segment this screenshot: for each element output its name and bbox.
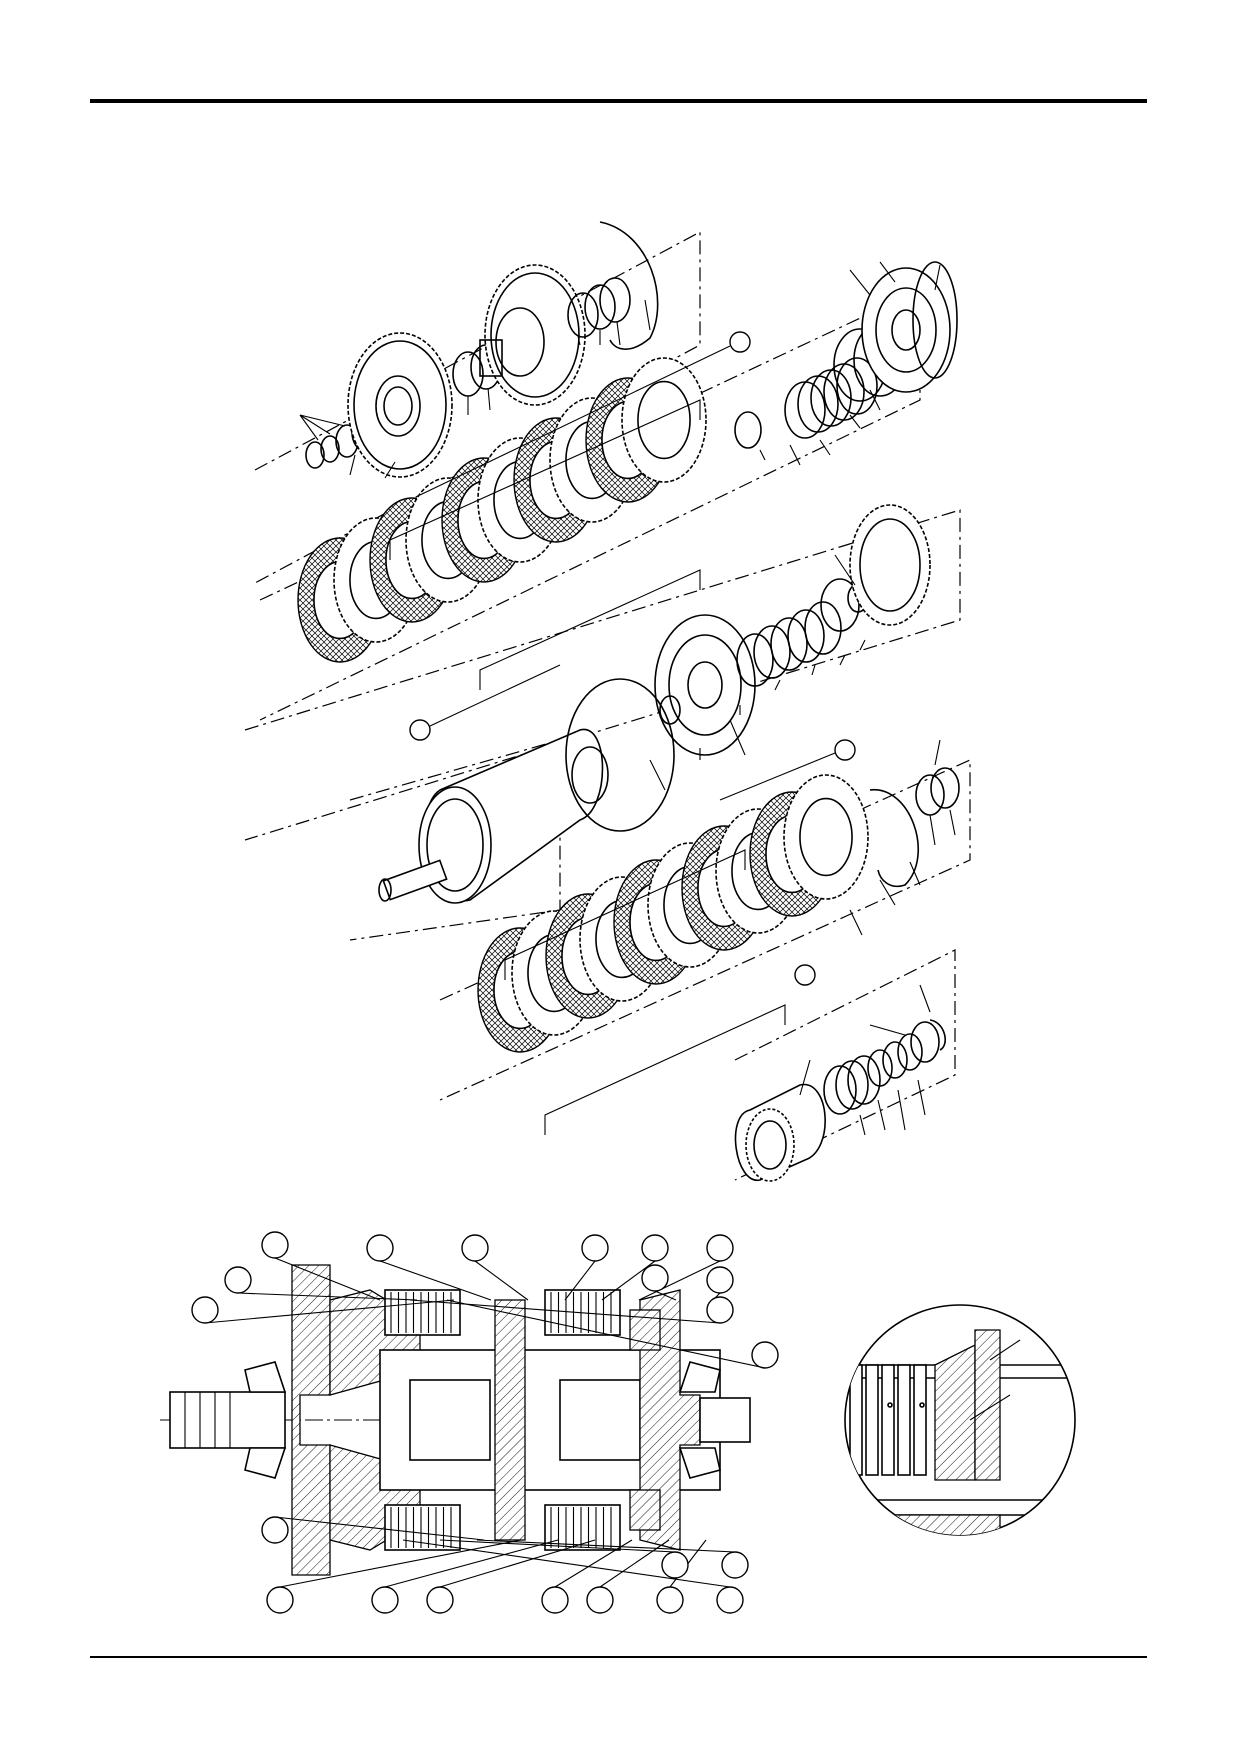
callout-circle xyxy=(461,1234,489,1262)
piston xyxy=(861,267,951,393)
snap-ring-icon xyxy=(929,1019,946,1051)
callout-circle xyxy=(729,331,751,353)
callout-circle xyxy=(656,1586,684,1614)
clutch-plate-group xyxy=(477,774,869,1053)
spring-icon xyxy=(736,601,842,687)
clutch-plates-lower-left xyxy=(384,1504,461,1551)
clutch-plate-group xyxy=(297,357,707,663)
o-ring xyxy=(565,678,675,832)
footer-rule xyxy=(90,1656,1147,1658)
piston-1-group xyxy=(734,261,958,466)
callout-circle xyxy=(266,1586,294,1614)
callout-circle xyxy=(224,1266,252,1294)
piston xyxy=(654,614,756,756)
bearing-icon xyxy=(244,1361,287,1393)
spring-icon xyxy=(784,357,878,439)
middle-group-outline xyxy=(244,509,961,841)
callout-circle xyxy=(261,1231,289,1259)
gear-icon xyxy=(734,1084,826,1182)
callout-circle xyxy=(191,1296,219,1324)
header-rule xyxy=(90,99,1147,103)
bearing-icon xyxy=(823,1055,881,1115)
clutch-pack-1 xyxy=(259,289,921,741)
callout-circle xyxy=(261,1516,289,1544)
upper-gear-group xyxy=(254,221,701,584)
shaft-drum xyxy=(349,678,746,941)
callout-circle xyxy=(721,1551,749,1579)
bearing-icon xyxy=(678,1361,721,1393)
callout-circle xyxy=(366,1234,394,1262)
section-callouts xyxy=(191,1231,779,1614)
output-gear-group xyxy=(734,949,956,1182)
snap-ring-icon xyxy=(599,221,659,350)
input-shaft xyxy=(169,1391,286,1449)
callout-circle xyxy=(409,719,431,741)
callout-circle xyxy=(794,964,816,986)
output-group-outline xyxy=(734,949,956,1181)
callout-circle xyxy=(716,1586,744,1614)
callout-circle xyxy=(751,1341,779,1369)
callout-circle xyxy=(706,1234,734,1262)
callout-circle xyxy=(541,1586,569,1614)
callout-circle xyxy=(426,1586,454,1614)
output-shaft xyxy=(699,1397,751,1443)
callout-circle xyxy=(371,1586,399,1614)
section-view xyxy=(160,1231,779,1614)
clutch-pack-2 xyxy=(439,739,971,1135)
detail-view xyxy=(844,1304,1076,1536)
callout-circle xyxy=(581,1234,609,1262)
exploded-view xyxy=(244,221,971,1182)
callout-circle xyxy=(586,1586,614,1614)
callout-circle xyxy=(706,1266,734,1294)
section-plate-lines xyxy=(390,1292,612,1548)
callout-circle xyxy=(661,1551,689,1579)
gear-icon xyxy=(479,264,586,406)
callout-circle xyxy=(834,739,856,761)
callout-circle xyxy=(641,1234,669,1262)
snap-ring-icon xyxy=(869,789,920,888)
gear-icon xyxy=(347,332,453,478)
callout-circle xyxy=(641,1264,669,1292)
clutch-plates-lower-right xyxy=(544,1504,621,1551)
right-housing xyxy=(639,1289,701,1551)
callout-circle xyxy=(706,1296,734,1324)
clutch-plates-upper-left xyxy=(384,1289,461,1336)
